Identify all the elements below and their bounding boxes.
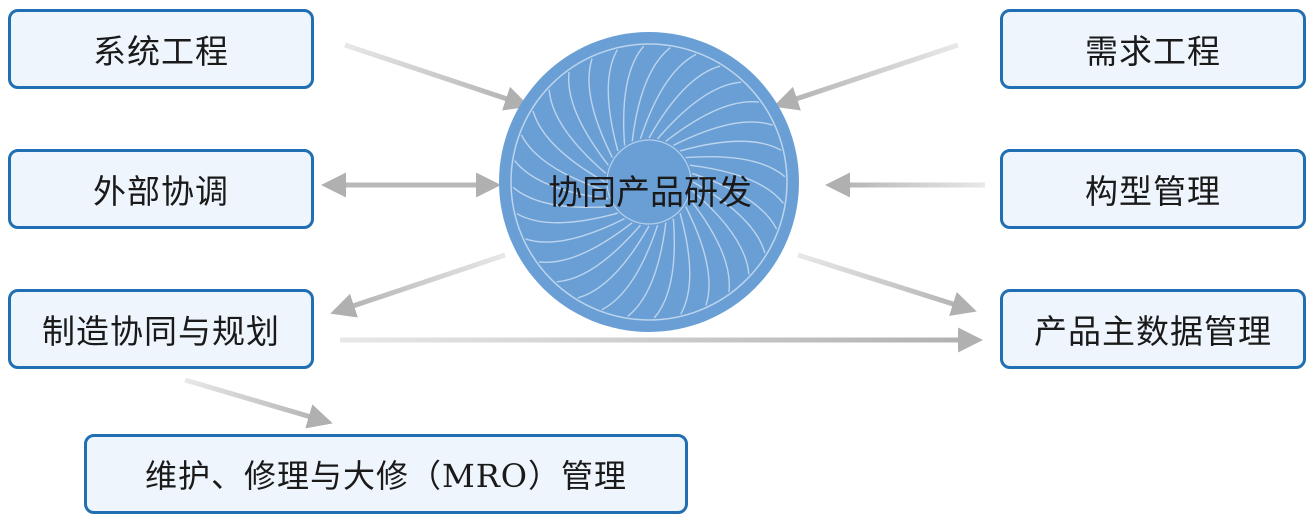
- arrow-manufacturing-to-mro: [184, 377, 333, 429]
- manufacturing-planning-box: 制造协同与规划: [8, 289, 314, 369]
- fan-blade: [532, 110, 606, 183]
- fan-blade: [692, 181, 766, 254]
- arrow-hub-to-master-data: [797, 252, 977, 316]
- fan-blade: [577, 225, 650, 299]
- requirements-engineering-box: 需求工程: [1000, 9, 1306, 89]
- turbine-fan-icon: [499, 32, 799, 332]
- fan-blade: [601, 224, 659, 311]
- configuration-management-box: 构型管理: [1000, 149, 1306, 229]
- fan-blade: [689, 198, 731, 293]
- arrow-hub-to-manufacturing: [330, 252, 506, 318]
- fan-blade: [679, 212, 691, 315]
- fan-blade: [685, 155, 786, 178]
- fan-blade: [653, 218, 676, 319]
- hub-label: 协同产品研发: [548, 172, 752, 213]
- fan-blade: [514, 160, 609, 200]
- fan-blade: [691, 190, 750, 275]
- fan-blade: [607, 49, 619, 152]
- external-coordination-box: 外部协调: [8, 149, 314, 229]
- arrow-requirements-to-hub: [773, 42, 959, 111]
- fan-blade: [673, 121, 773, 147]
- fan-blade: [538, 222, 633, 264]
- fan-blade: [516, 212, 619, 224]
- fan-blade: [556, 224, 641, 283]
- product-master-data-box: 产品主数据管理: [1000, 289, 1306, 369]
- fan-blade: [548, 89, 607, 174]
- fan-blade: [679, 140, 782, 152]
- fan-blade: [627, 222, 667, 317]
- fan-blade: [689, 164, 784, 204]
- fan-blade: [684, 206, 710, 306]
- fan-blade: [691, 172, 778, 230]
- fan-blade: [622, 45, 645, 146]
- fan-blade: [588, 58, 614, 158]
- fan-blade: [657, 81, 742, 140]
- fan-blade: [639, 53, 697, 140]
- systems-engineering-box: 系统工程: [8, 9, 314, 89]
- mro-management-box: 维护、修理与大修（MRO）管理: [84, 434, 688, 514]
- fan-blade: [665, 100, 760, 142]
- fan-blade: [512, 186, 613, 209]
- fan-blade: [631, 47, 671, 142]
- fan-blade: [520, 134, 607, 192]
- fan-blade: [525, 217, 625, 243]
- fan-blade: [648, 65, 721, 139]
- fan-blade: [567, 71, 609, 166]
- arrow-systems-to-hub: [344, 42, 530, 111]
